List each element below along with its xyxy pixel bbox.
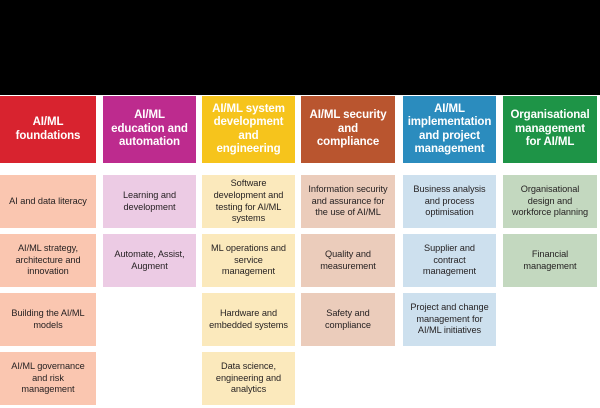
header-gap	[503, 163, 597, 175]
skill-card-label: Quality and measurement	[320, 248, 376, 271]
skill-card-label: AI/ML governance and risk management	[11, 361, 85, 395]
bottom-cropped-text: — — —————— — — — — — ——— — ———— — — ————…	[2, 400, 600, 404]
skill-card-label: AI and data literacy	[9, 195, 87, 206]
header-gap	[103, 163, 196, 175]
skill-card[interactable]: Project and change management for AI/ML …	[403, 293, 496, 346]
header-gap	[301, 163, 395, 175]
skill-card-label: Hardware and embedded systems	[209, 307, 288, 330]
skill-card-label: Automate, Assist, Augment	[114, 248, 185, 271]
column-header-card[interactable]: AI/ML security and compliance	[301, 96, 395, 163]
skill-card-label: Financial management	[523, 248, 577, 271]
skill-card[interactable]: Organisational design and workforce plan…	[503, 175, 597, 228]
bottom-cropped-text-strip: — — —————— — — — — — ——— — ———— — — ————…	[0, 400, 600, 408]
skill-card[interactable]: Supplier and contract management	[403, 234, 496, 287]
skill-card-label: AI/ML strategy, architecture and innovat…	[15, 243, 81, 277]
skill-card[interactable]: Automate, Assist, Augment	[103, 234, 196, 287]
header-gap	[0, 163, 96, 175]
column-header-card[interactable]: AI/ML implementation and project managem…	[403, 96, 496, 163]
skill-card[interactable]: Safety and compliance	[301, 293, 395, 346]
header-gap	[202, 163, 295, 175]
column-header-label: AI/ML security and compliance	[309, 109, 387, 149]
skill-card[interactable]: Business analysis and process optimisati…	[403, 175, 496, 228]
skill-card-label: Software development and testing for AI/…	[213, 178, 284, 224]
skill-card[interactable]: Software development and testing for AI/…	[202, 175, 295, 228]
skill-card[interactable]: AI and data literacy	[0, 175, 96, 228]
column-header-card[interactable]: AI/ML foundations	[0, 96, 96, 163]
column-header-label: AI/ML implementation and project managem…	[407, 102, 492, 156]
skill-card-label: Learning and development	[122, 189, 177, 212]
skill-card-label: Business analysis and process optimisati…	[413, 184, 486, 218]
column-header-label: AI/ML system development and engineering	[212, 102, 285, 156]
skill-card[interactable]: Data science, engineering and analytics	[202, 352, 295, 405]
skill-card-label: Information security and assurance for t…	[308, 184, 388, 218]
skill-card-label: Data science, engineering and analytics	[215, 361, 282, 395]
skill-card[interactable]: Financial management	[503, 234, 597, 287]
skill-card[interactable]: AI/ML governance and risk management	[0, 352, 96, 405]
framework-column-3: AI/ML system development and engineering…	[202, 96, 295, 405]
skill-card-label: Building the AI/ML models	[11, 307, 85, 330]
top-letterbox-band	[0, 0, 600, 95]
skill-card-label: ML operations and service management	[211, 243, 286, 277]
skill-card-label: Supplier and contract management	[422, 243, 477, 277]
column-header-label: Organisational management for AI/ML	[510, 109, 590, 149]
column-header-label: AI/ML foundations	[15, 116, 81, 142]
skill-card[interactable]: ML operations and service management	[202, 234, 295, 287]
skill-card[interactable]: Learning and development	[103, 175, 196, 228]
skill-card[interactable]: Information security and assurance for t…	[301, 175, 395, 228]
column-header-card[interactable]: Organisational management for AI/ML	[503, 96, 597, 163]
skill-card[interactable]: Quality and measurement	[301, 234, 395, 287]
skill-card[interactable]: AI/ML strategy, architecture and innovat…	[0, 234, 96, 287]
skill-card-label: Safety and compliance	[325, 307, 371, 330]
skill-card[interactable]: Hardware and embedded systems	[202, 293, 295, 346]
skill-card-label: Project and change management for AI/ML …	[410, 302, 489, 336]
column-header-card[interactable]: AI/ML education and automation	[103, 96, 196, 163]
column-header-label: AI/ML education and automation	[111, 109, 188, 149]
column-header-card[interactable]: AI/ML system development and engineering	[202, 96, 295, 163]
skill-card-label: Organisational design and workforce plan…	[511, 184, 589, 218]
header-gap	[403, 163, 496, 175]
skill-card[interactable]: Building the AI/ML models	[0, 293, 96, 346]
framework-column-5: AI/ML implementation and project managem…	[403, 96, 496, 346]
framework-column-6: Organisational management for AI/ML Organ…	[503, 96, 597, 287]
